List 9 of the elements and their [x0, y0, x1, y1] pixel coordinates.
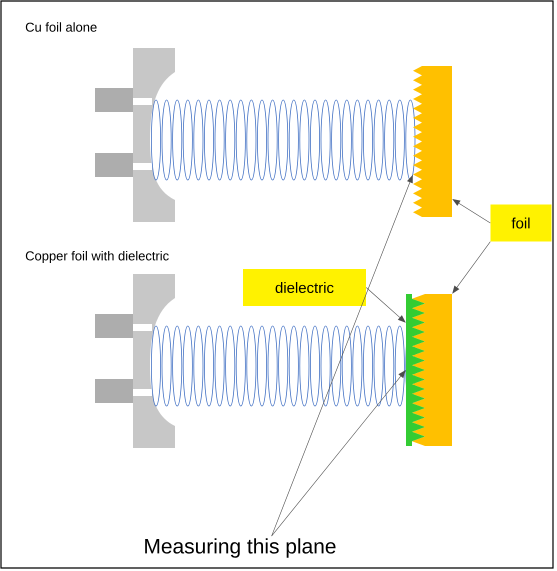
arrow [271, 370, 406, 536]
foil-layer [413, 66, 452, 217]
foil-layer [406, 294, 425, 446]
label-box: dielectric [243, 269, 366, 306]
panel-title: Copper foil with dielectric [26, 250, 169, 264]
panel-title: Cu foil alone [26, 22, 97, 32]
foil-layer [412, 294, 452, 446]
label-box: foil [490, 204, 552, 242]
text-label: Measuring this plane [145, 538, 336, 558]
